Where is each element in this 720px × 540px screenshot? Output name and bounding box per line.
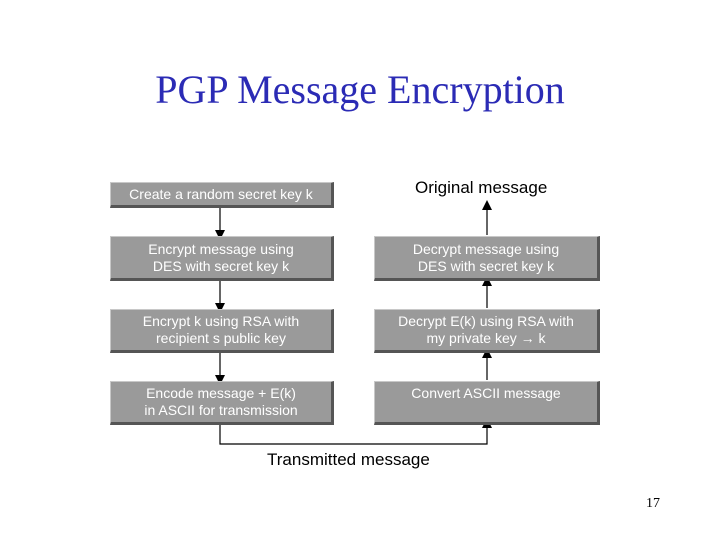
step-text: Create a random secret key k [129,185,313,202]
step-text: DES with secret key k [417,257,555,274]
step-encrypt-key-rsa: Encrypt k using RSA with recipient s pub… [110,309,334,353]
step-text: recipient s public key [156,330,286,346]
step-text: my private key → k [426,330,546,346]
arrow-encode-to-convert [219,418,492,445]
step-text: DES with secret key k [152,257,290,274]
step-decrypt-key-rsa: Decrypt E(k) using RSA with my private k… [374,309,600,353]
step-text: Convert ASCII message [411,385,561,401]
original-message-label: Original message [415,178,548,197]
step-encrypt-message-des: Encrypt message using DES with secret ke… [110,236,334,281]
step-convert-ascii: Convert ASCII message [374,381,600,425]
page-number: 17 [646,496,660,511]
step-text: in ASCII for transmission [144,402,298,418]
slide-title: PGP Message Encryption [155,67,565,112]
step-text: Encrypt k using RSA with [142,313,300,329]
step-encode-ascii: Encode message + E(k) in ASCII for trans… [110,381,334,425]
step-text: Encode message + E(k) [146,385,296,401]
step-text: Encrypt message using [148,240,294,257]
step-text: Decrypt message using [412,240,560,257]
step-decrypt-message-des: Decrypt message using DES with secret ke… [374,236,600,281]
step-create-secret-key: Create a random secret key k [110,182,334,208]
transmitted-message-label: Transmitted message [267,450,430,469]
step-text: Decrypt E(k) using RSA with [398,313,574,329]
